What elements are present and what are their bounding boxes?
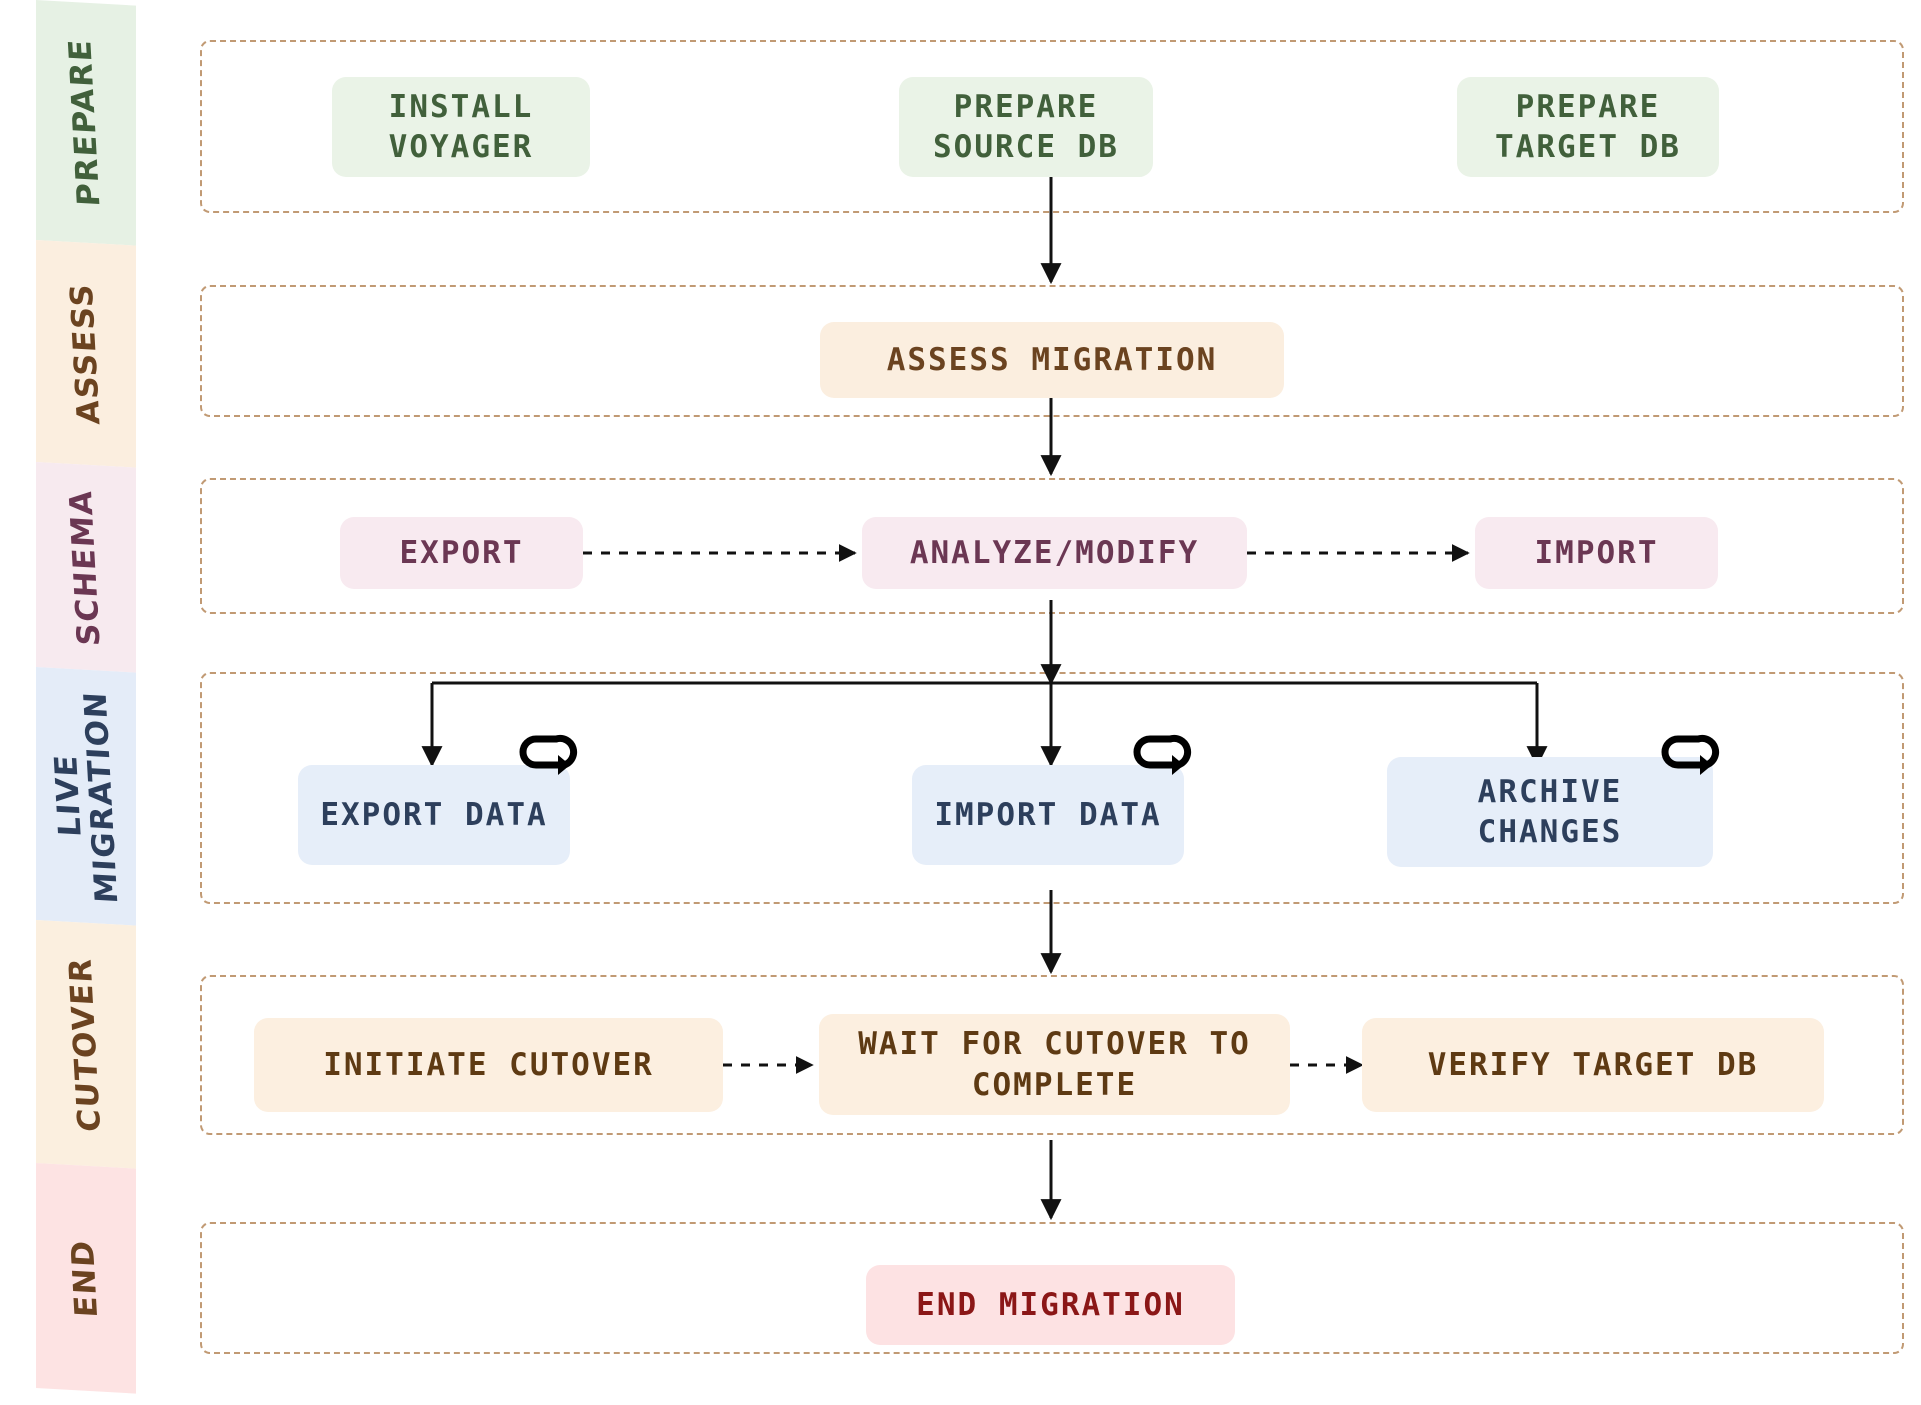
- node-import-data[interactable]: IMPORT DATA: [912, 765, 1184, 865]
- node-verify-target-db[interactable]: VERIFY TARGET DB: [1362, 1018, 1824, 1112]
- node-archive-changes[interactable]: ARCHIVE CHANGES: [1387, 757, 1713, 867]
- node-schema-analyze-modify[interactable]: ANALYZE/MODIFY: [862, 517, 1247, 589]
- row-container-end: [200, 1222, 1904, 1354]
- node-install-voyager[interactable]: INSTALL VOYAGER: [332, 77, 590, 177]
- node-initiate-cutover[interactable]: INITIATE CUTOVER: [254, 1018, 723, 1112]
- node-assess-migration[interactable]: ASSESS MIGRATION: [820, 322, 1284, 398]
- node-prepare-target-db[interactable]: PREPARE TARGET DB: [1457, 77, 1719, 177]
- row-container-cutover: [200, 975, 1904, 1135]
- node-prepare-source-db[interactable]: PREPARE SOURCE DB: [899, 77, 1153, 177]
- node-schema-import[interactable]: IMPORT: [1475, 517, 1718, 589]
- node-wait-for-cutover[interactable]: WAIT FOR CUTOVER TO COMPLETE: [819, 1014, 1290, 1115]
- node-schema-export[interactable]: EXPORT: [340, 517, 583, 589]
- loop-icon-export-data: [518, 725, 582, 779]
- loop-icon-import-data: [1132, 725, 1196, 779]
- node-end-migration[interactable]: END MIGRATION: [866, 1265, 1235, 1345]
- node-export-data[interactable]: EXPORT DATA: [298, 765, 570, 865]
- loop-icon-archive-changes: [1660, 725, 1724, 779]
